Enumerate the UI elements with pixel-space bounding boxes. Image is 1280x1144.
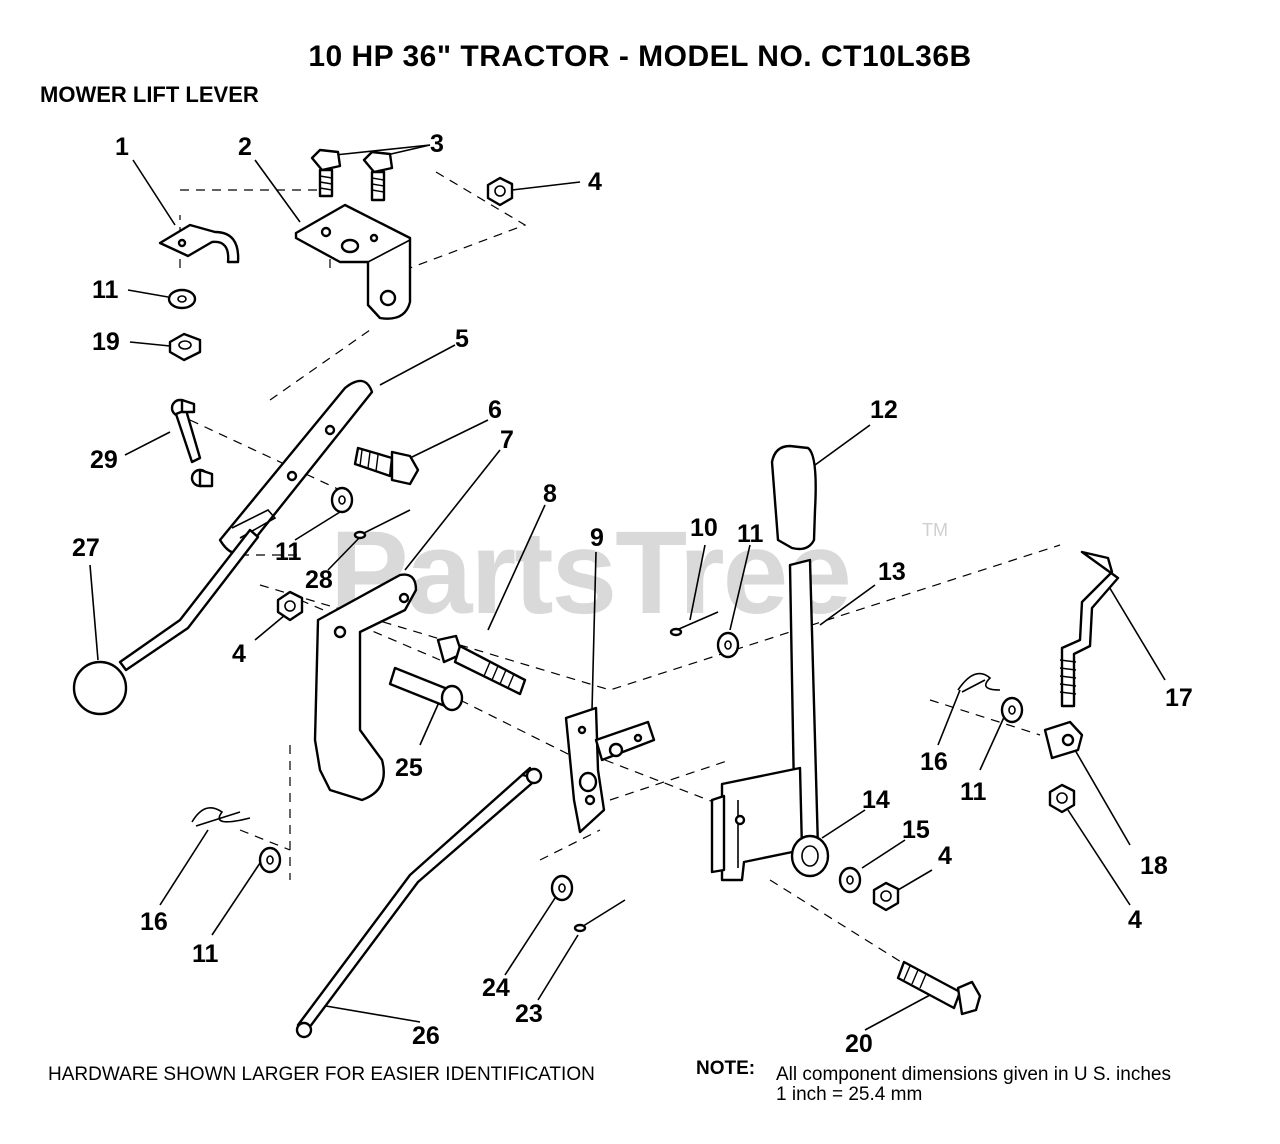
part-bolts-3 <box>310 148 394 202</box>
watermark: PartsTree <box>330 507 852 639</box>
callout-3: 3 <box>430 130 444 158</box>
callout-labels: 1 2 3 4 11 19 5 6 7 29 11 28 27 4 8 9 10… <box>72 130 1193 1058</box>
callout-13: 13 <box>878 558 906 586</box>
part-knob-rod-27 <box>72 528 260 716</box>
callout-8: 8 <box>543 480 557 508</box>
callout-9: 9 <box>590 524 604 552</box>
callout-16-left: 16 <box>140 908 168 936</box>
part-cotter-pin-10 <box>669 611 719 637</box>
callout-4-right: 4 <box>1128 906 1142 934</box>
callout-7: 7 <box>500 426 514 454</box>
callout-1: 1 <box>115 133 129 161</box>
part-lift-lever-13 <box>710 558 820 882</box>
callout-16-right: 16 <box>920 748 948 776</box>
callout-17: 17 <box>1165 684 1193 712</box>
part-washer-11-top <box>167 288 197 310</box>
assembly-guide-lines <box>179 171 1061 981</box>
part-bracket-2 <box>294 203 412 320</box>
part-bushing-14 <box>790 834 830 878</box>
hardware-note: HARDWARE SHOWN LARGER FOR EASIER IDENTIF… <box>48 1064 595 1085</box>
part-cotter-pin-28 <box>353 509 411 540</box>
part-washer-11-center <box>716 631 740 659</box>
callout-29: 29 <box>90 446 118 474</box>
callout-4-top: 4 <box>588 168 602 196</box>
callout-26: 26 <box>412 1022 440 1050</box>
part-spacer-25 <box>388 666 464 712</box>
callout-27: 27 <box>72 534 100 562</box>
part-nut-4-right <box>1048 783 1076 814</box>
callout-11-right: 11 <box>960 778 987 806</box>
callout-11-top: 11 <box>92 276 119 304</box>
part-washer-15 <box>838 866 862 894</box>
part-cotter-pin-23 <box>573 899 626 933</box>
note-line-2: 1 inch = 25.4 mm <box>776 1084 923 1105</box>
note-label: NOTE: <box>696 1058 756 1079</box>
callout-12: 12 <box>870 396 898 424</box>
callout-5: 5 <box>455 325 469 353</box>
callout-19: 19 <box>92 328 120 356</box>
part-clip-1 <box>158 223 240 264</box>
callout-20: 20 <box>845 1030 873 1058</box>
callout-25: 25 <box>395 754 423 782</box>
part-nut-4-lever <box>872 881 900 912</box>
callout-15: 15 <box>902 816 930 844</box>
part-nut-4-top <box>486 176 514 207</box>
part-bolt-6 <box>353 446 420 486</box>
part-washer-11-mid <box>330 486 354 514</box>
callout-23: 23 <box>515 1000 543 1028</box>
part-link-arm-5 <box>218 379 374 555</box>
watermark-trademark: TM <box>922 520 948 540</box>
part-arm-7 <box>313 573 418 802</box>
part-washer-11-bottom <box>258 846 282 874</box>
part-bolt-8 <box>436 634 527 696</box>
callout-11-center: 11 <box>737 520 764 548</box>
part-grip-12 <box>770 444 817 551</box>
part-rod-17 <box>1059 550 1120 708</box>
callout-4-lever: 4 <box>938 842 952 870</box>
callout-4-left: 4 <box>232 640 246 668</box>
callout-18: 18 <box>1140 852 1168 880</box>
callout-6: 6 <box>488 396 502 424</box>
callout-leader-lines <box>89 144 1166 1031</box>
callout-24: 24 <box>482 974 510 1002</box>
callout-2: 2 <box>238 133 252 161</box>
part-bolt-20 <box>896 960 982 1016</box>
note-line-1: All component dimensions given in U S. i… <box>776 1064 1171 1085</box>
part-washer-11-right <box>1000 696 1024 724</box>
part-washer-24 <box>550 874 574 902</box>
part-link-29 <box>170 398 214 488</box>
callout-11-mid: 11 <box>275 538 302 566</box>
part-trunnion-18 <box>1043 720 1084 760</box>
part-nut-4-left <box>276 590 304 622</box>
section-title: MOWER LIFT LEVER <box>40 82 259 107</box>
part-nut-19 <box>168 332 202 362</box>
part-plate-9 <box>564 706 656 834</box>
page-title: 10 HP 36" TRACTOR - MODEL NO. CT10L36B <box>308 40 972 73</box>
part-hairpin-16-right <box>957 672 1001 693</box>
callout-14: 14 <box>862 786 890 814</box>
part-rod-26 <box>295 766 543 1039</box>
callout-28: 28 <box>305 566 333 594</box>
callout-10: 10 <box>690 514 718 542</box>
callout-11-bottom: 11 <box>192 940 219 968</box>
part-hairpin-16-left <box>191 806 251 827</box>
